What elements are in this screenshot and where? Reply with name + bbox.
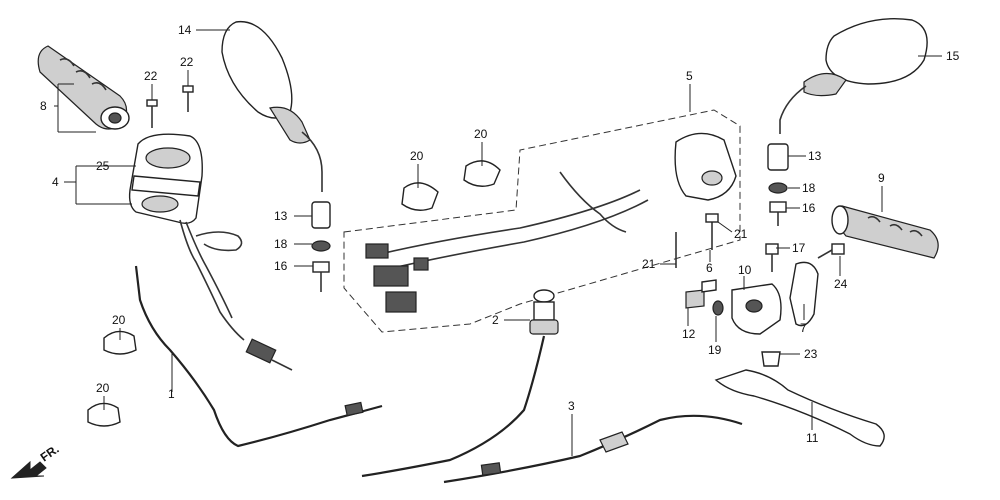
lever-bracket-parts [675,213,819,367]
bolt-24 [817,243,845,259]
callout-21-left: 21 [642,257,656,271]
callout-22-left: 22 [144,69,158,83]
callout-labels: 8 4 25 22 22 14 13 18 16 20 20 1 20 20 5… [40,23,960,445]
callout-13-left: 13 [274,209,288,223]
front-direction-arrow-icon [10,460,47,479]
callout-18-left: 18 [274,237,288,251]
right-mirror [779,18,928,134]
callout-22-right: 22 [180,55,194,69]
callout-12: 12 [682,327,696,341]
front-direction-label: FR. [38,442,62,465]
callout-7: 7 [800,321,807,335]
cable-clamp-20-a [103,330,137,355]
callout-20-c: 20 [410,149,424,163]
callout-19: 19 [708,343,722,357]
left-mirror [221,20,323,192]
callout-14: 14 [178,23,192,37]
callout-13-right: 13 [808,149,822,163]
callout-1: 1 [168,387,175,401]
callout-9: 9 [878,171,885,185]
front-direction-marker: FR. [10,442,62,479]
throttle-cable [134,265,383,448]
left-switch-housing [128,133,293,371]
brake-lever [714,369,885,447]
callout-25: 25 [96,159,110,173]
callout-3: 3 [568,399,575,413]
callout-20-a: 20 [112,313,126,327]
screw-22-left [146,99,158,128]
callout-16-left: 16 [274,259,288,273]
cable-clamp-20-b [87,402,121,427]
callout-11: 11 [806,431,819,445]
left-grip [37,45,130,130]
clutch-cable [443,414,743,484]
leader-lines [54,29,942,456]
callout-23: 23 [804,347,818,361]
callout-16-right: 16 [802,201,816,215]
callout-4: 4 [52,175,59,189]
callout-5: 5 [686,69,693,83]
cable-clamp-20-c [401,182,439,211]
callout-6: 6 [706,261,713,275]
callout-18-right: 18 [802,181,816,195]
callout-2: 2 [492,313,499,327]
callout-15: 15 [946,49,960,63]
stop-switch [361,289,559,478]
right-adapter-stack [767,143,789,226]
left-adapter-stack [311,201,331,292]
right-grip [831,205,939,259]
right-switch-assembly [343,109,741,333]
callout-20-b: 20 [96,381,110,395]
callout-21-right: 21 [734,227,748,241]
callout-8: 8 [40,99,47,113]
callout-20-d: 20 [474,127,488,141]
screw-22-right [182,85,194,112]
callout-24: 24 [834,277,848,291]
callout-10: 10 [738,263,752,277]
cable-clamp-20-d [463,160,501,187]
callout-17: 17 [792,241,806,255]
